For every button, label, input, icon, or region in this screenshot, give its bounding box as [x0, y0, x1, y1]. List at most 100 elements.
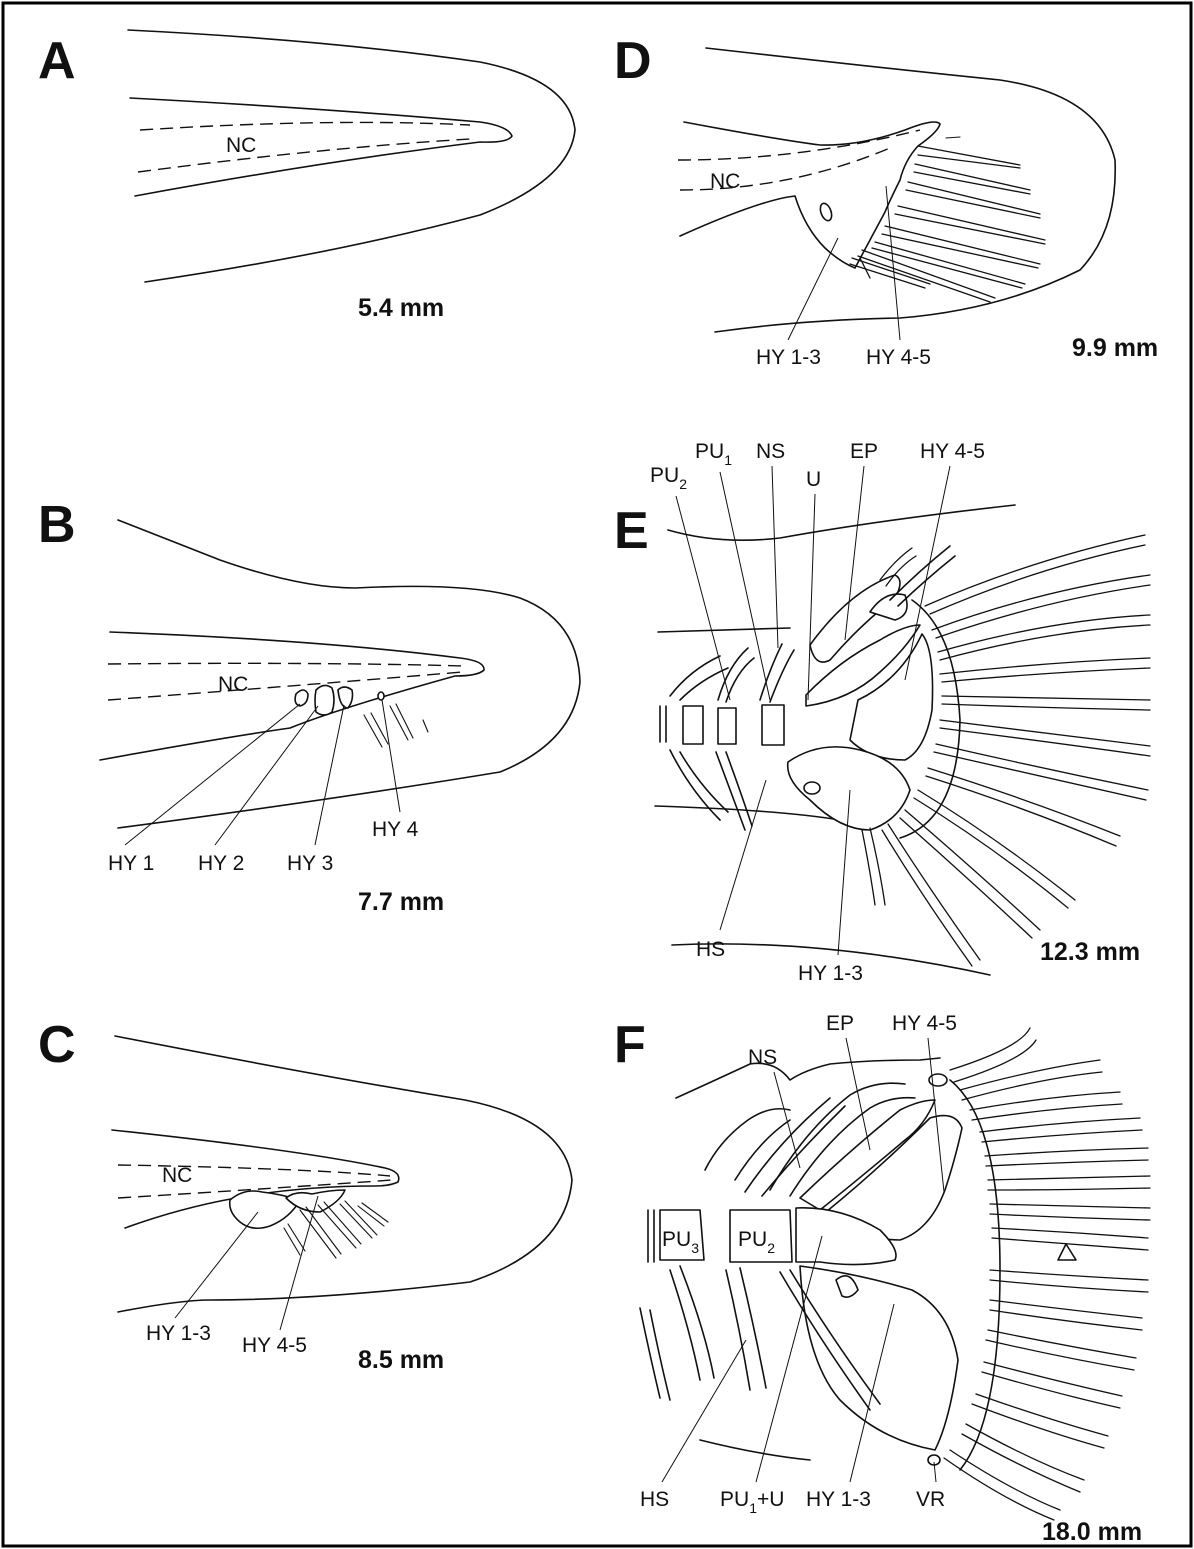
hypural-2 — [315, 685, 334, 715]
label-hy2: HY 2 — [198, 852, 244, 875]
ray-4 — [980, 1118, 1142, 1142]
ray-anlage-1 — [364, 713, 388, 747]
notochord-upper-dash — [140, 122, 470, 130]
hypural-lower-plate — [800, 1266, 958, 1450]
ray-8 — [992, 1228, 1148, 1250]
panel-f-letter: F — [614, 1016, 646, 1074]
panel-c-letter: C — [38, 1016, 76, 1074]
ray-4 — [940, 658, 1150, 682]
size-label: 9.9 mm — [1072, 334, 1158, 362]
label-nc: NC — [162, 1164, 192, 1187]
label-hy3: HY 3 — [287, 852, 333, 875]
ray-13 — [972, 1394, 1108, 1448]
centrum-edge — [660, 706, 666, 742]
panel-c: C NC HY 1-3 HY 4-5 8.5 mm — [38, 1016, 572, 1374]
ray-9 — [990, 1270, 1148, 1292]
notochord-sheath — [130, 98, 512, 196]
ray-marker — [1058, 1244, 1076, 1260]
leader-ns — [772, 466, 778, 648]
leader-hy13 — [175, 1212, 258, 1318]
ray-10 — [990, 1300, 1142, 1330]
figure-border — [3, 3, 1191, 1546]
size-label: 5.4 mm — [358, 294, 444, 322]
label-ep: EP — [850, 440, 878, 463]
haemal-spine-anterior — [640, 1308, 670, 1400]
ray-5 — [942, 696, 1150, 710]
label-nc: NC — [226, 134, 256, 157]
label-hy13: HY 1-3 — [756, 346, 821, 369]
panel-f: F NS EP HY 4-5 PU3 PU2 — [614, 1012, 1150, 1546]
panel-a-letter: A — [38, 32, 76, 90]
label-hy45: HY 4-5 — [920, 440, 985, 463]
panel-a: A NC 5.4 mm — [38, 30, 575, 322]
label-hs: HS — [696, 938, 725, 961]
label-nc: NC — [218, 673, 248, 696]
notochord-lower-dash — [108, 672, 462, 700]
ray-anlage-3 — [423, 720, 428, 732]
label-hy4: HY 4 — [372, 818, 419, 841]
centrum-pu3 — [683, 706, 703, 744]
label-hy13: HY 1-3 — [146, 1322, 211, 1345]
fin-fold-outline — [706, 48, 1115, 332]
panel-b-letter: B — [38, 496, 76, 554]
dorsal-outline — [676, 1058, 940, 1098]
dorsal-axis-line — [658, 628, 790, 632]
leader-hy1 — [125, 704, 300, 845]
dorsal-body-outline — [668, 505, 1015, 540]
panel-e: E PU2 PU1 NS U EP HY 4-5 — [614, 440, 1150, 985]
ray-4 — [358, 1203, 388, 1226]
panel-d: D NC HY 1-3 HY 4-5 9.9 mm — [614, 32, 1158, 369]
notochord-upper-dash — [678, 130, 920, 160]
ray-2 — [914, 164, 1030, 194]
ray-7 — [934, 744, 1148, 800]
ray-anlage-2 — [390, 704, 413, 740]
ray-5 — [985, 1148, 1148, 1166]
panel-d-letter: D — [614, 32, 652, 90]
panel-e-letter: E — [614, 502, 649, 560]
centrum-edge — [648, 1210, 654, 1262]
label-hy1: HY 1 — [108, 852, 154, 875]
ray-stub — [946, 137, 960, 138]
centrum-pu1 — [762, 705, 784, 745]
panel-b: B NC HY 1 HY 2 HY 3 HY 4 7.7 mm — [38, 496, 580, 916]
ray-9 — [914, 790, 1075, 908]
ray-1 — [918, 146, 1020, 168]
ray-2 — [932, 575, 1150, 638]
foramen — [804, 782, 820, 794]
label-pu2: PU2 — [650, 464, 687, 492]
label-pu1: PU1 — [695, 440, 732, 468]
leader-ns — [774, 1072, 800, 1168]
hypural-4 — [378, 692, 384, 700]
leader-pu2 — [676, 496, 730, 700]
neural-spine-pu3 — [705, 1109, 790, 1180]
leader-hs — [720, 780, 766, 930]
hypural-3 — [338, 687, 353, 708]
ray-2 — [960, 1060, 1102, 1100]
haemal-spine-pu2 — [726, 1268, 766, 1390]
leader-u — [808, 494, 815, 700]
size-label: 7.7 mm — [358, 888, 444, 916]
ray-15 — [944, 1450, 1060, 1520]
ray-4 — [895, 206, 1045, 244]
ray-12 — [982, 1362, 1122, 1408]
leader-pu1-u — [756, 1236, 822, 1482]
centrum-pu2 — [718, 708, 736, 744]
label-hy13: HY 1-3 — [806, 1488, 871, 1511]
ray-3 — [970, 1092, 1122, 1120]
label-hy13: HY 1-3 — [798, 962, 863, 985]
haemal-spine-pu3 — [670, 1266, 714, 1380]
ray-7 — [858, 250, 995, 302]
leader-hy13 — [788, 238, 838, 340]
ray-6 — [988, 1176, 1150, 1190]
label-vr: VR — [916, 1488, 945, 1511]
ray-6 — [940, 720, 1150, 756]
leader-hy2 — [215, 706, 318, 845]
ray-5 — [284, 1224, 305, 1255]
label-hy45: HY 4-5 — [866, 346, 931, 369]
leader-hy3 — [315, 705, 344, 845]
label-u: U — [806, 468, 821, 491]
leader-hy4 — [382, 700, 400, 812]
ray-5 — [882, 226, 1040, 268]
fin-fold-outline — [118, 520, 580, 828]
